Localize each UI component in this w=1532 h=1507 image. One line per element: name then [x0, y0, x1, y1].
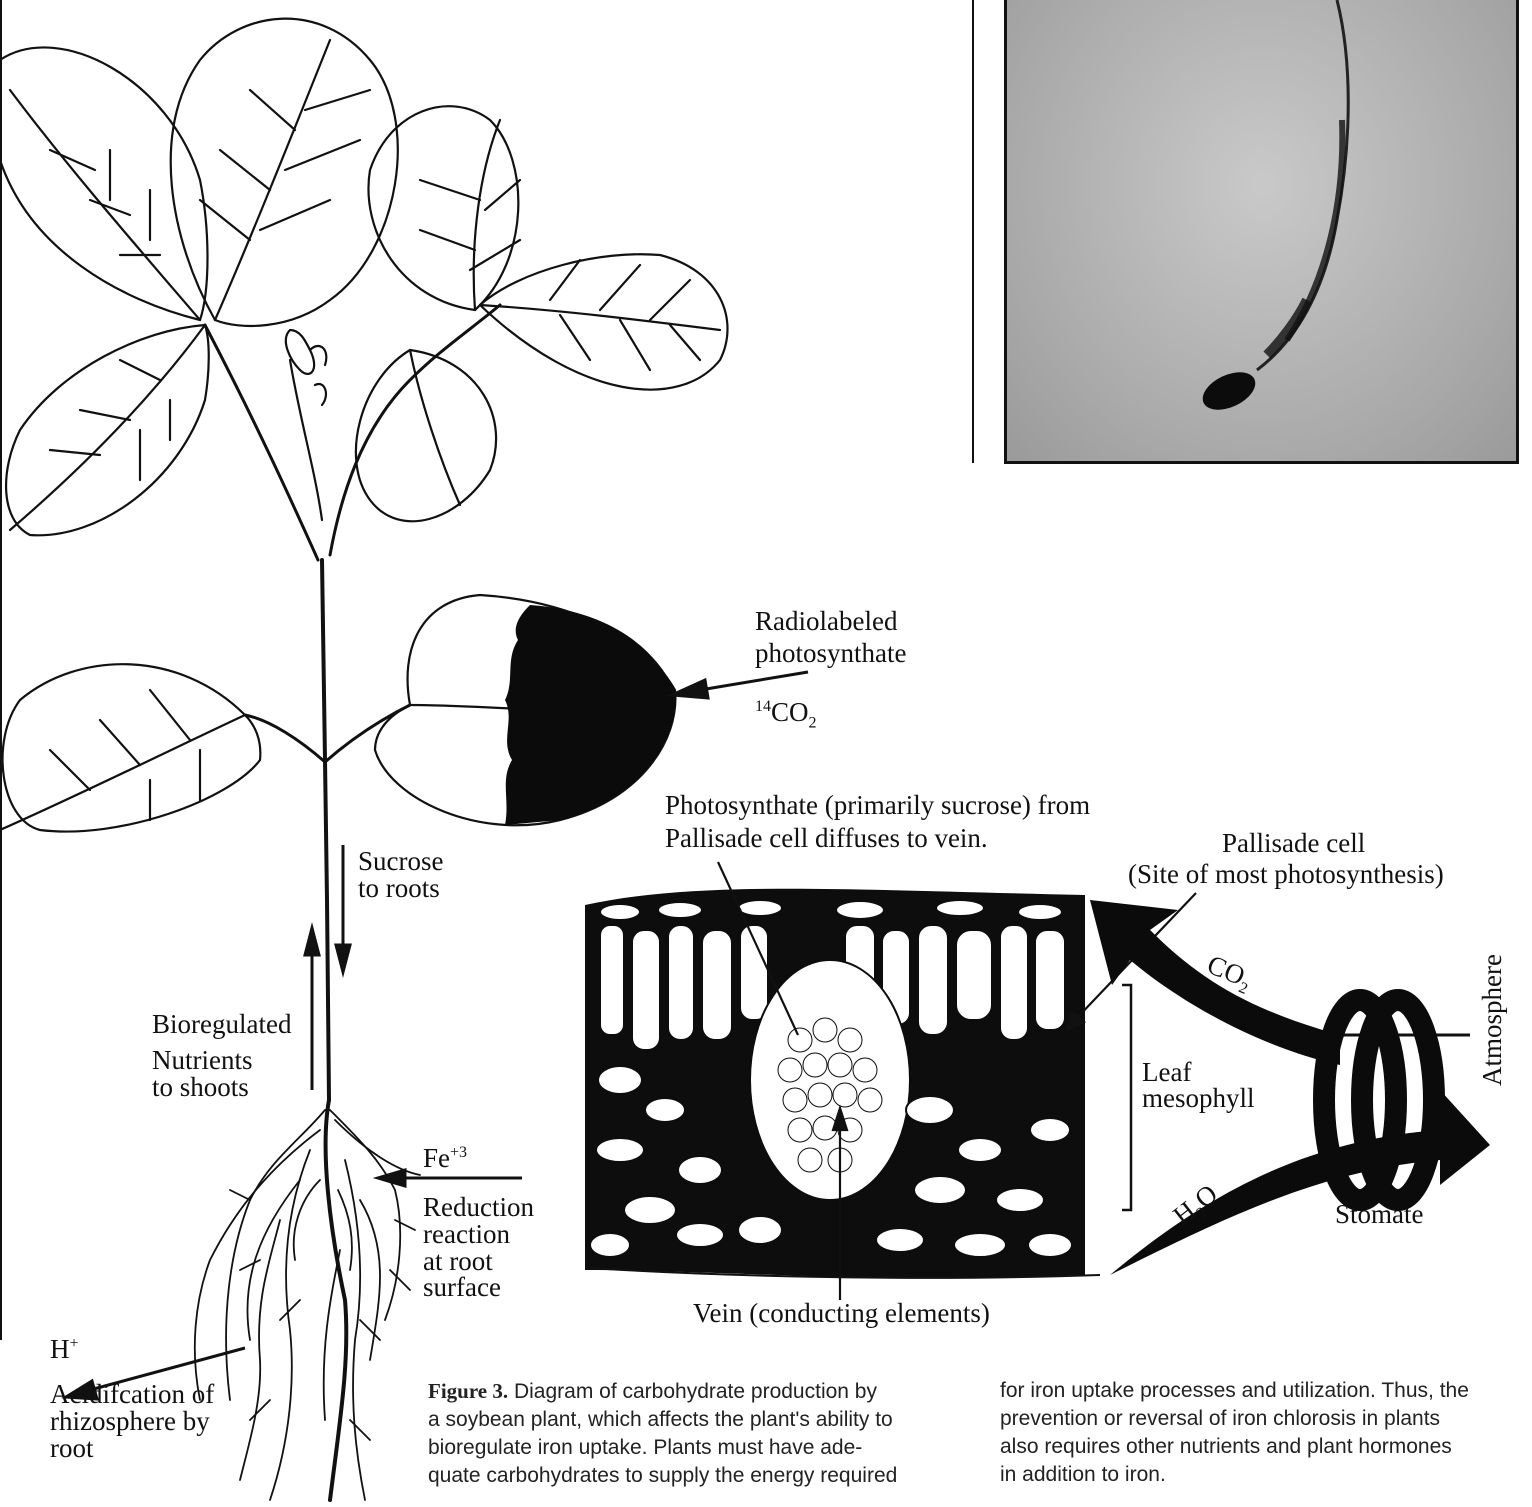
label-photosynthate-from-2: Pallisade cell diffuses to vein. — [665, 824, 988, 852]
figure-caption-col2: for iron uptake processes and utilizatio… — [1000, 1377, 1520, 1489]
leaf-lower-left — [3, 664, 261, 831]
label-nutrients: Nutrients — [152, 1046, 253, 1074]
label-site-of-photosynthesis: (Site of most photosynthesis) — [1128, 860, 1444, 888]
caption-line: for iron uptake processes and utilizatio… — [1000, 1377, 1520, 1405]
label-fe3: Fe+3 — [423, 1139, 467, 1172]
caption-line: in addition to iron. — [1000, 1461, 1520, 1489]
figure-label: Figure 3. — [428, 1379, 508, 1403]
label-radiolabeled: Radiolabeled — [755, 607, 897, 635]
label-leaf: Leaf — [1142, 1058, 1191, 1086]
label-stomate: Stomate — [1335, 1200, 1424, 1228]
leaf-upper-right-1 — [368, 106, 518, 310]
caption-line: bioregulate iron uptake. Plants must hav… — [428, 1434, 948, 1462]
leaf-left-middle — [6, 325, 209, 535]
leaf-upper-right-3 — [356, 350, 496, 521]
fe-arrow — [378, 1170, 522, 1186]
leaf-upper-right-2 — [480, 254, 728, 389]
label-at-root: at root — [423, 1247, 493, 1275]
stomate-drawing — [1324, 1000, 1434, 1200]
label-photosynthate-from-1: Photosynthate (primarily sucrose) from — [665, 791, 1090, 819]
label-to-roots: to roots — [358, 874, 440, 902]
caption-line: Diagram of carbohydrate production by — [514, 1380, 877, 1403]
label-reaction: reaction — [423, 1220, 510, 1248]
label-photosynthate: photosynthate — [755, 639, 906, 667]
label-sucrose: Sucrose — [358, 847, 443, 875]
caption-line: also requires other nutrients and plant … — [1000, 1433, 1520, 1461]
label-surface: surface — [423, 1273, 501, 1301]
figure-caption-col1: Figure 3. Diagram of carbohydrate produc… — [428, 1377, 948, 1490]
label-h-plus: H+ — [50, 1330, 79, 1363]
mesophyll-bracket — [1122, 985, 1131, 1210]
caption-line: quate carbohydrates to supply the energy… — [428, 1462, 948, 1490]
root-system — [195, 1100, 420, 1500]
label-acidification-3: root — [50, 1434, 94, 1462]
label-mesophyll: mesophyll — [1142, 1084, 1255, 1112]
leaf-upper-center — [171, 19, 398, 326]
label-to-shoots: to shoots — [152, 1073, 249, 1101]
caption-line: a soybean plant, which affects the plant… — [428, 1406, 948, 1434]
label-bioregulated: Bioregulated — [152, 1010, 291, 1038]
leaf-upper-left — [0, 47, 208, 320]
radiolabeled-region — [505, 605, 675, 825]
caption-line: prevention or reversal of iron chlorosis… — [1000, 1405, 1520, 1433]
main-stem — [322, 560, 329, 1100]
label-acidification-2: rhizosphere by — [50, 1407, 210, 1435]
label-atmosphere: Atmosphere — [1478, 940, 1518, 1100]
label-vein: Vein (conducting elements) — [693, 1299, 990, 1327]
label-acidification-1: Acidifcation of — [50, 1380, 214, 1408]
label-14co2: 14CO2 — [755, 693, 817, 737]
label-pallisade-cell: Pallisade cell — [1222, 829, 1365, 857]
label-reduction: Reduction — [423, 1193, 534, 1221]
